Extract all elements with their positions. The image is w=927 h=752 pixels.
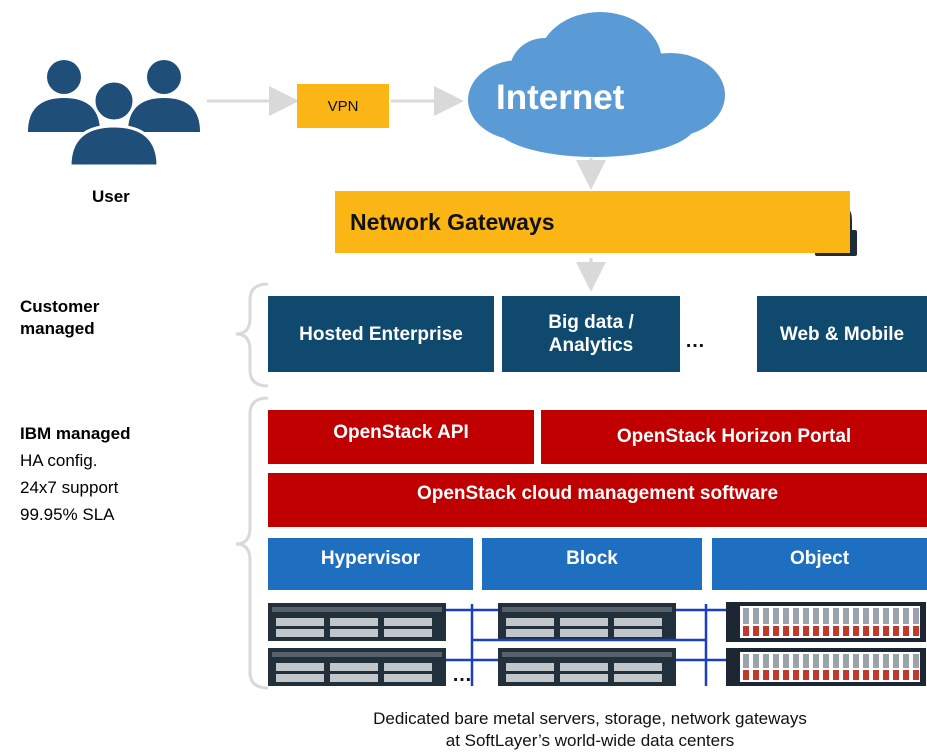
rack-server-icon bbox=[268, 603, 446, 641]
ibm-managed-detail: 24x7 support bbox=[20, 478, 119, 497]
web-mobile-box: Web & Mobile bbox=[757, 296, 927, 372]
user-group-icon bbox=[28, 60, 200, 168]
workloads-ellipsis: … bbox=[685, 330, 705, 352]
block-box: Block bbox=[482, 538, 702, 590]
openstack-horizon-label: OpenStack Horizon Portal bbox=[616, 426, 852, 447]
openstack-api-box: OpenStack API bbox=[268, 410, 534, 464]
internet-label: Internet bbox=[496, 78, 625, 117]
ibm-managed-detail: 99.95% SLA bbox=[20, 505, 115, 524]
openstack-management-label: OpenStack cloud management software bbox=[416, 483, 779, 504]
rack-server-icon bbox=[498, 603, 676, 641]
hardware-caption: Dedicated bare metal servers, storage, n… bbox=[240, 708, 927, 752]
vpn-box: VPN bbox=[297, 84, 389, 128]
big-data-label-line1: Big data / bbox=[548, 312, 634, 333]
customer-managed-label: Customer managed bbox=[20, 296, 99, 340]
storage-array-icon bbox=[726, 648, 926, 686]
web-mobile-label: Web & Mobile bbox=[779, 323, 905, 345]
customer-managed-line2: managed bbox=[20, 319, 95, 338]
hypervisor-label: Hypervisor bbox=[320, 548, 421, 569]
big-data-analytics-box: Big data / Analytics bbox=[502, 296, 680, 372]
rack-server-icon bbox=[268, 648, 446, 686]
hypervisor-box: Hypervisor bbox=[268, 538, 473, 590]
openstack-management-box: OpenStack cloud management software bbox=[268, 473, 927, 527]
hosted-enterprise-box: Hosted Enterprise bbox=[268, 296, 494, 372]
storage-array-icon bbox=[726, 602, 926, 642]
caption-line2: at SoftLayer’s world-wide data centers bbox=[445, 731, 735, 750]
hardware-servers bbox=[268, 603, 676, 686]
openstack-horizon-box: OpenStack Horizon Portal bbox=[541, 410, 927, 464]
network-links bbox=[446, 604, 726, 686]
ibm-managed-label: IBM managed HA config. 24x7 support 99.9… bbox=[20, 420, 131, 528]
user-label: User bbox=[92, 187, 130, 206]
caption-line1: Dedicated bare metal servers, storage, n… bbox=[373, 709, 807, 728]
block-label: Block bbox=[566, 548, 618, 569]
object-box: Object bbox=[712, 538, 927, 590]
cloud-icon bbox=[468, 12, 725, 157]
network-gateways-box: Network Gateways bbox=[335, 191, 850, 253]
network-gateways-label: Network Gateways bbox=[350, 208, 555, 235]
rack-server-icon bbox=[498, 648, 676, 686]
ibm-managed-title: IBM managed bbox=[20, 424, 131, 443]
object-label: Object bbox=[789, 548, 850, 569]
ibm-managed-brace bbox=[235, 396, 269, 690]
hosted-enterprise-label: Hosted Enterprise bbox=[299, 323, 463, 345]
customer-managed-brace bbox=[235, 282, 269, 388]
openstack-api-label: OpenStack API bbox=[333, 422, 469, 443]
hardware-ellipsis: … bbox=[452, 664, 472, 686]
big-data-label-line2: Analytics bbox=[548, 335, 634, 356]
vpn-label: VPN bbox=[327, 97, 359, 115]
customer-managed-line1: Customer bbox=[20, 297, 100, 316]
ibm-managed-detail: HA config. bbox=[20, 451, 98, 470]
